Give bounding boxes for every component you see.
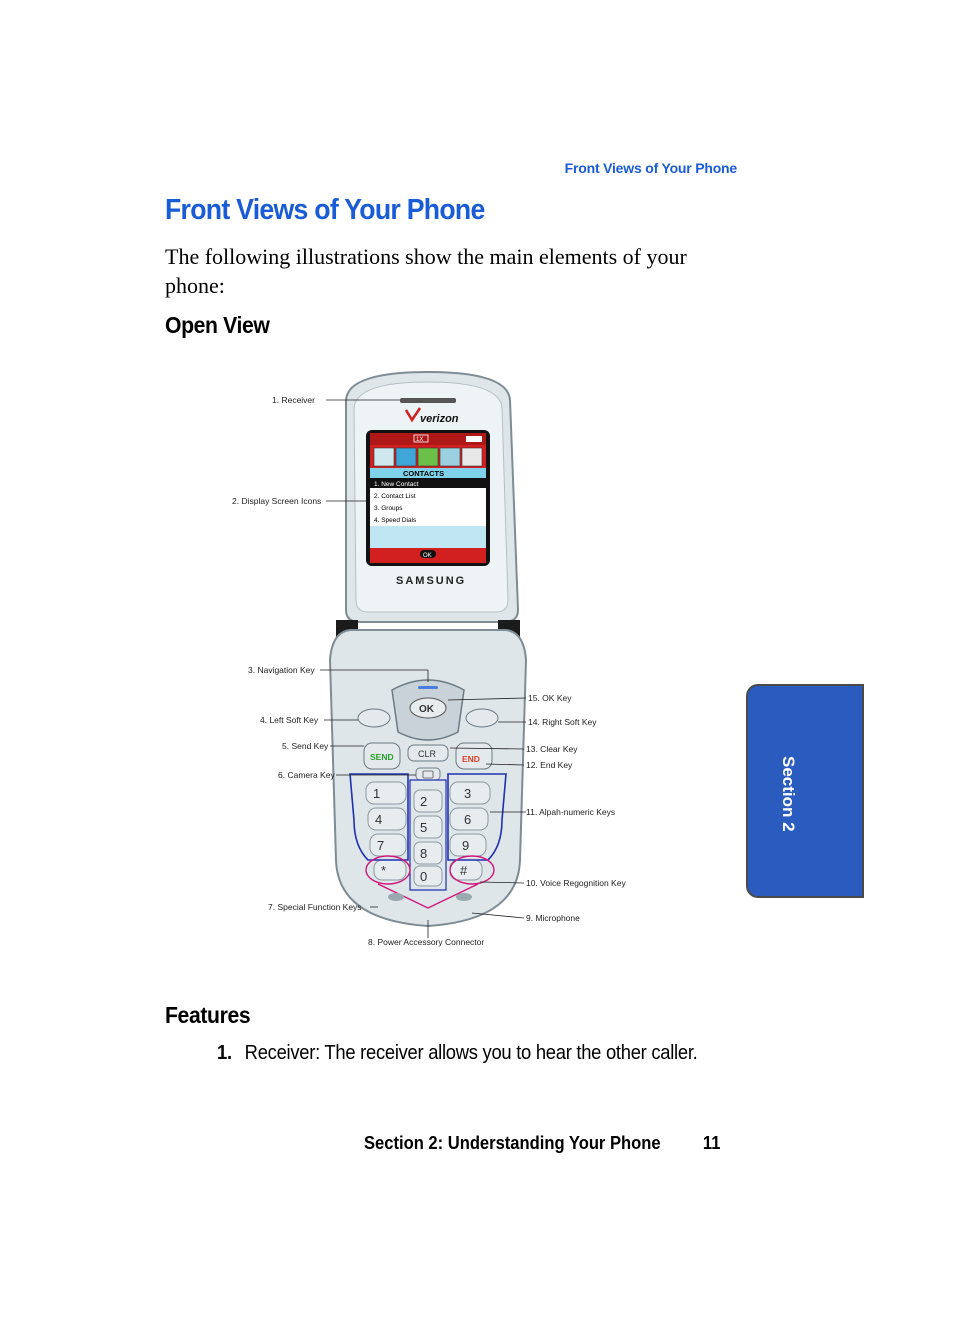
end-key[interactable] [455,742,493,770]
page-number: 11 [702,1133,721,1153]
menu-icons-row [373,447,483,467]
recent-calls-icon [439,447,461,467]
menu-item: 2. Contact List [374,493,416,500]
clear-key-label: CLR [418,749,437,759]
samsung-logo: SAMSUNG [396,575,466,587]
menu-item: 1. New Contact [374,481,419,488]
key-1[interactable] [365,781,407,805]
callout-right-soft-key: 14. Right Soft Key [528,717,597,727]
menu-item: 4. Speed Dials [374,517,417,524]
contacts-icon [373,447,395,467]
key-2-label: 2 [420,794,427,809]
phone-flip-top: verizon 1X CONTACTS 1. New Contact 2. Co… [345,370,520,623]
callout-end-key: 12. End Key [526,760,573,770]
callout-microphone: 9. Microphone [526,913,580,923]
camera-icon [422,770,434,779]
key-2[interactable] [413,789,443,813]
verizon-logo: verizon [420,413,459,425]
receiver-slot-icon [400,398,456,403]
callout-navigation-key: 3. Navigation Key [248,665,315,675]
status-1x: 1X [416,437,423,443]
screen-ok-softkey: OK [423,553,432,559]
feature-item: 1. Receiver: The receiver allows you to h… [217,1042,698,1065]
ok-key-label: OK [419,704,435,715]
key-4-label: 4 [375,812,382,827]
intro-paragraph: The following illustrations show the mai… [165,244,687,298]
footer-section: Section 2: Understanding Your Phone [364,1133,661,1153]
callout-voice-recognition-key: 10. Voice Regognition Key [526,878,626,888]
verizon-check-icon [404,407,422,423]
callout-alphanumeric-keys: 11. Alpah-numeric Keys [526,807,615,817]
accessory-connector [388,893,404,901]
phone-body-bottom: OK SEND CLR END 1 2 3 4 5 6 7 [328,629,528,928]
end-key-label: END [462,754,480,764]
page-footer: Section 2: Understanding Your Phone 11 [364,1133,720,1154]
page-title: Front Views of Your Phone [165,194,485,226]
key-8-label: 8 [420,846,427,861]
right-soft-key[interactable] [465,708,499,728]
menu-item: 3. Groups [374,505,403,512]
callout-display-icons: 2. Display Screen Icons [232,496,321,506]
feature-text: Receiver: The receiver allows you to hea… [244,1042,698,1064]
send-key[interactable] [363,742,401,770]
callout-receiver: 1. Receiver [272,395,315,405]
callout-send-key: 5. Send Key [282,741,329,751]
key-4[interactable] [367,807,407,831]
callout-camera-key: 6. Camera Key [278,770,335,780]
callout-clear-key: 13. Clear Key [526,744,578,754]
feature-number: 1. [217,1042,232,1064]
key-7[interactable] [369,833,407,857]
key-6-label: 6 [464,812,471,827]
getitnow-icon [417,447,439,467]
battery-icon [466,436,482,442]
callout-power-accessory-connector: 8. Power Accessory Connector [368,937,484,947]
clear-key[interactable] [407,744,449,762]
callout-ok-key: 15. OK Key [528,693,572,703]
section-tab-label: Section 2 [779,756,798,832]
features-heading: Features [165,1002,251,1028]
phone-illustration: verizon 1X CONTACTS 1. New Contact 2. Co… [232,370,626,947]
key-6[interactable] [449,807,489,831]
key-8[interactable] [413,841,443,865]
running-head: Front Views of Your Phone [564,160,738,176]
key-5-label: 5 [420,820,427,835]
microphone [456,893,472,901]
key-9-label: 9 [462,838,469,853]
key-0-label: 0 [420,869,427,884]
key-hash-label: # [460,863,468,878]
key-3[interactable] [449,781,491,805]
key-7-label: 7 [377,838,384,853]
callout-left-soft-key: 4. Left Soft Key [260,715,319,725]
open-view-heading: Open View [165,312,270,338]
key-star[interactable] [373,859,407,881]
key-5[interactable] [413,815,443,839]
section-tab: Section 2 [746,684,864,898]
key-0[interactable] [413,865,443,887]
callout-special-function-keys: 7. Special Function Keys [268,902,362,912]
send-key-label: SEND [370,752,394,762]
key-3-label: 3 [464,786,471,801]
ok-key[interactable] [409,697,447,719]
left-soft-key[interactable] [357,708,391,728]
key-star-label: * [381,863,386,878]
key-1-label: 1 [373,786,380,801]
messages-icon [395,447,417,467]
settings-icon [461,447,483,467]
menu-title: CONTACTS [403,469,444,478]
